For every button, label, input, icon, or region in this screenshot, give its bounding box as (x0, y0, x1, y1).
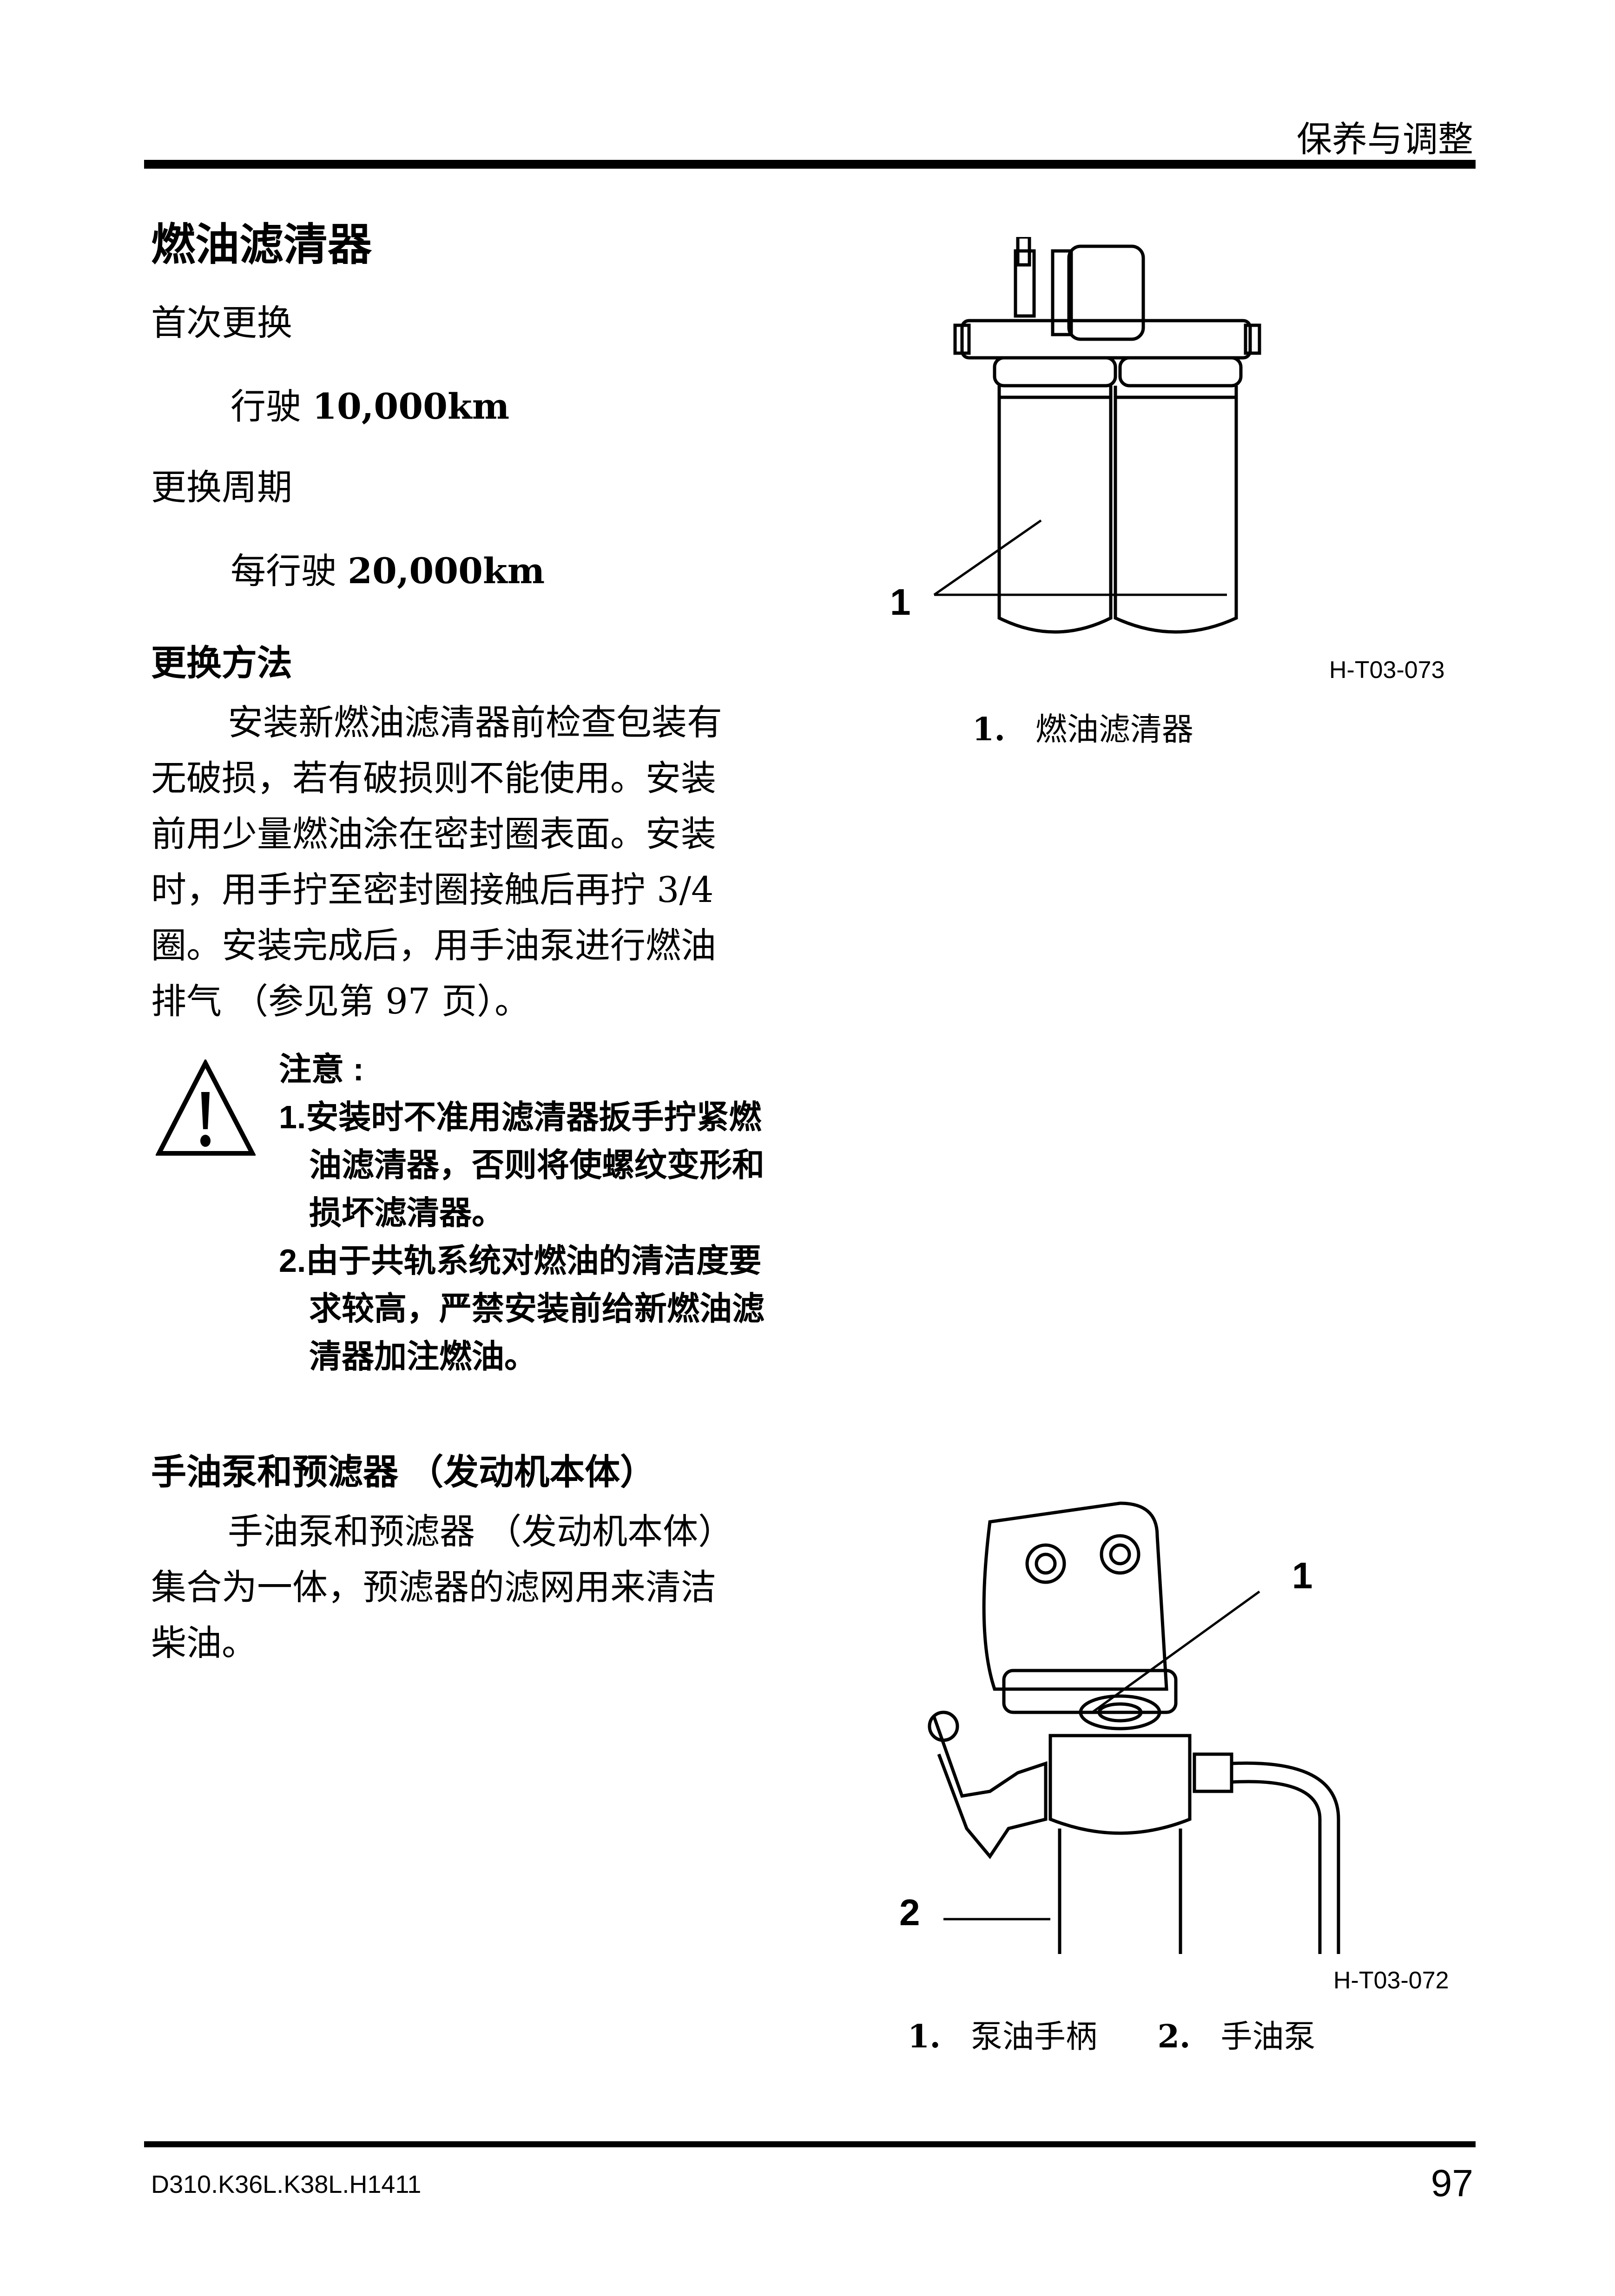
caption-number: 2. (1157, 2018, 1191, 2055)
caption-text: 泵油手柄 (970, 2019, 1097, 2055)
pump-line: 柴油。 (151, 1622, 257, 1664)
header-rule (144, 160, 1476, 169)
method-line: 前用少量燃油涂在密封圈表面。安装 (151, 813, 716, 855)
first-change-distance: 10,000km (312, 386, 510, 427)
figure2-code: H-T03-072 (1333, 1967, 1449, 1994)
interval-distance: 20,000km (348, 550, 545, 592)
warning-triangle-icon (156, 1059, 256, 1156)
method-line: 时，用手拧至密封圈接触后再拧 3/4 (151, 869, 714, 910)
method-paragraph: 安装新燃油滤清器前检查包装有 无破损，若有破损则不能使用。安装 前用少量燃油涂在… (151, 695, 788, 1029)
caution-block: 注意 : 1.安装时不准用滤清器扳手拧紧燃油滤清器，否则将使螺纹变形和损坏滤清器… (279, 1046, 790, 1381)
method-line: 安装新燃油滤清器前检查包装有 (228, 702, 722, 743)
page-number: 97 (1430, 2162, 1473, 2204)
caption-text: 燃油滤清器 (1035, 711, 1193, 748)
section-header: 保养与调整 (1297, 120, 1473, 159)
method-line: 排气 （参见第 97 页）。 (151, 980, 530, 1022)
caption-number: 1. (972, 711, 1005, 748)
method-heading: 更换方法 (151, 644, 292, 683)
caution-title: 注意 : (279, 1051, 364, 1087)
pump-line: 集合为一体，预滤器的滤网用来清洁 (151, 1566, 716, 1608)
pump-line: 手油泵和预滤器 （发动机本体） (228, 1511, 734, 1552)
method-line: 无破损，若有破损则不能使用。安装 (151, 757, 716, 799)
figure1-callout-1: 1 (890, 581, 911, 623)
pump-paragraph: 手油泵和预滤器 （发动机本体） 集合为一体，预滤器的滤网用来清洁 柴油。 (151, 1504, 788, 1671)
first-change-label: 首次更换 (151, 302, 292, 343)
interval-prefix: 每行驶 (231, 550, 336, 592)
hand-pump-illustration (928, 1501, 1340, 1954)
caution-item: 1.安装时不准用滤清器扳手拧紧燃油滤清器，否则将使螺纹变形和损坏滤清器。 (279, 1099, 765, 1231)
interval-value: 每行驶 20,000km (231, 553, 545, 589)
pump-heading: 手油泵和预滤器 （发动机本体） (151, 1453, 656, 1492)
fuel-filter-illustration (933, 237, 1261, 634)
first-change-prefix: 行驶 (231, 386, 301, 427)
caption-number: 1. (908, 2018, 941, 2055)
caption-text: 手油泵 (1220, 2019, 1316, 2055)
figure2-callout-1: 1 (1292, 1555, 1313, 1596)
figure1-code: H-T03-073 (1329, 657, 1445, 684)
figure1-caption: 1. 燃油滤清器 (972, 712, 1193, 748)
method-line: 圈。安装完成后，用手油泵进行燃油 (151, 925, 716, 966)
interval-label: 更换周期 (151, 467, 292, 508)
figure2-callout-2: 2 (899, 1892, 920, 1933)
first-change-value: 行驶 10,000km (231, 389, 509, 424)
page-title: 燃油滤清器 (151, 220, 372, 270)
caution-item: 2.由于共轨系统对燃油的清洁度要求较高，严禁安装前给新燃油滤清器加注燃油。 (279, 1243, 765, 1375)
footer-rule (144, 2141, 1476, 2147)
footer-doc-code: D310.K36L.K38L.H1411 (151, 2171, 422, 2198)
figure2-caption: 1. 泵油手柄 2. 手油泵 (908, 2019, 1315, 2055)
